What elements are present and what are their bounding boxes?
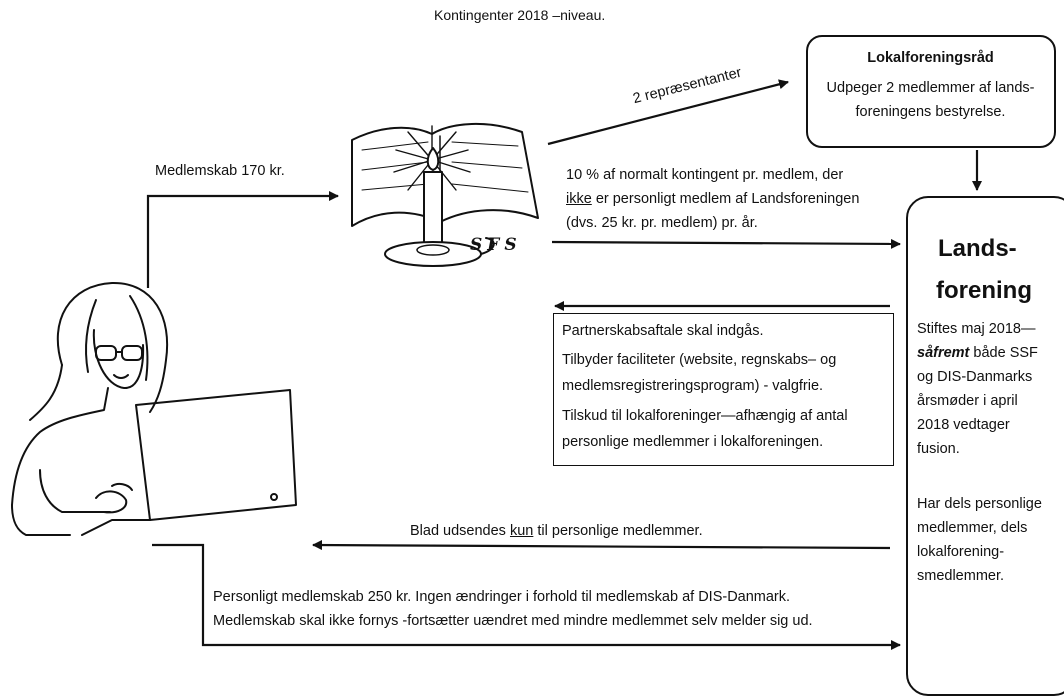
lands-line2-rest: både SSF bbox=[969, 345, 1038, 361]
lokal-text-line2: foreningens bestyrelse. bbox=[855, 104, 1006, 120]
lands-line6: fusion. bbox=[917, 441, 960, 457]
partner-line5: personlige medlemmer i lokalforeningen. bbox=[562, 434, 824, 450]
kun-underlined: kun bbox=[509, 523, 534, 539]
personal-membership-line1: Personligt medlemskab 250 kr. Ingen ændr… bbox=[213, 589, 791, 605]
ikke-underlined: ikke bbox=[566, 191, 592, 207]
percent-text-line2-rest: er personligt medlem af Landsforeningen bbox=[591, 191, 860, 207]
lokalforeningsraad-box: Lokalforeningsråd Udpeger 2 medlemmer af… bbox=[806, 35, 1056, 148]
lands-line7: Har dels personlige bbox=[917, 496, 1042, 512]
lands-line8: medlemmer, dels bbox=[917, 520, 1028, 536]
arrow-percent-to-lands bbox=[551, 238, 901, 249]
lands-title-line2: forening bbox=[936, 277, 1032, 304]
page-title: Kontingenter 2018 –niveau. bbox=[434, 7, 606, 23]
arrow-to-lokalforeningsraad bbox=[547, 79, 789, 146]
person-laptop-illustration bbox=[11, 281, 297, 536]
lands-line2: såfremt både SSF bbox=[917, 342, 1038, 364]
lands-line9: lokalforening- bbox=[917, 544, 1005, 560]
percent-text-line2: ikke er personligt medlem af Landsforeni… bbox=[566, 188, 859, 210]
arrow-personal-to-lands bbox=[152, 543, 901, 650]
partner-line1: Partnerskabsaftale skal indgås. bbox=[562, 323, 764, 339]
diagram-canvas: SFS bbox=[11, 79, 982, 650]
percent-text-line1: 10 % af normalt kontingent pr. medlem, d… bbox=[566, 167, 844, 183]
lands-line10: smedlemmer. bbox=[917, 568, 1005, 584]
lokal-text-line1: Udpeger 2 medlemmer af lands- bbox=[826, 80, 1035, 96]
lands-title-line1: Lands- bbox=[938, 235, 1017, 262]
magazine-label: Blad udsendes kun til personlige medlemm… bbox=[410, 520, 703, 542]
arrow-magazine bbox=[312, 540, 891, 551]
lands-line1: Stiftes maj 2018— bbox=[917, 321, 1036, 337]
magazine-pre: Blad udsendes bbox=[410, 523, 510, 539]
partner-line2: Tilbyder faciliteter (website, regnskabs… bbox=[562, 352, 837, 368]
lokal-title: Lokalforeningsråd bbox=[867, 50, 994, 66]
landsforening-box: Lands- forening Stiftes maj 2018— såfrem… bbox=[906, 196, 1064, 696]
saafremt-bold: såfremt bbox=[917, 345, 970, 361]
partner-line3: medlemsregistreringsprogram) - valgfrie. bbox=[562, 378, 824, 394]
lands-line4: årsmøder i april bbox=[917, 393, 1018, 409]
arrow-membership-to-logo bbox=[146, 191, 339, 288]
personal-membership-line2: Medlemskab skal ikke fornys -fortsætter … bbox=[213, 613, 813, 629]
lands-line5: 2018 vedtager bbox=[917, 417, 1010, 433]
partner-line4: Tilskud til lokalforeninger—afhængig af … bbox=[562, 408, 848, 424]
lands-line3: og DIS-Danmarks bbox=[917, 369, 1033, 385]
percent-text-line3: (dvs. 25 kr. pr. medlem) pr. år. bbox=[566, 215, 758, 231]
book-candle-logo: SFS bbox=[351, 123, 539, 267]
partnership-box: Partnerskabsaftale skal indgås. Tilbyder… bbox=[553, 313, 894, 466]
magazine-post: til personlige medlemmer. bbox=[533, 523, 703, 539]
logo-letters: SFS bbox=[470, 235, 522, 255]
membership-fee-label: Medlemskab 170 kr. bbox=[155, 163, 285, 179]
